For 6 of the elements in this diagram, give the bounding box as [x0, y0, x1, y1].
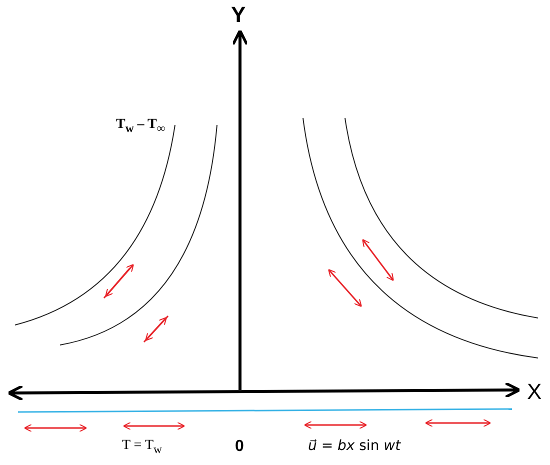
axis-label: Y [231, 4, 246, 26]
axis-label: X [527, 381, 542, 403]
temperature-label: T$_{w}$ – T$_{∞}$ [116, 118, 166, 134]
boundary-condition: T = T$_{w}$ [122, 439, 162, 456]
origin-label: 0 [235, 439, 244, 455]
velocity-formula: u⃗ = bx sin wt [308, 439, 401, 453]
